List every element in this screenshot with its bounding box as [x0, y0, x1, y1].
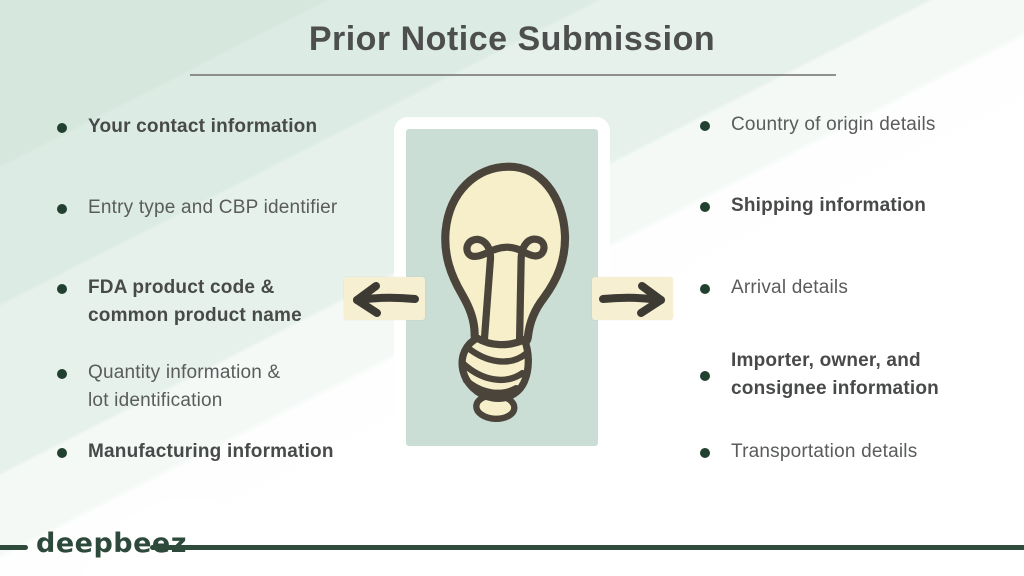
list-item: FDA product code & common product name — [57, 274, 387, 330]
list-item-label: Importer, owner, and consignee informati… — [731, 350, 939, 399]
list-item-label: Quantity information & lot identificatio… — [88, 362, 281, 411]
lightbulb-icon — [441, 162, 570, 422]
page-title: Prior Notice Submission — [308, 20, 716, 58]
list-item: Entry type and CBP identifier — [57, 194, 387, 222]
list-item-label: Entry type and CBP identifier — [88, 197, 338, 218]
bullet-dot — [57, 204, 67, 214]
list-item: Country of origin details — [700, 111, 1000, 139]
bullet-dot — [700, 371, 710, 381]
lightbulb-photo-card — [394, 117, 610, 458]
list-item: Quantity information & lot identificatio… — [57, 359, 387, 415]
bullet-dot — [57, 123, 67, 133]
bullet-dot — [700, 121, 710, 131]
list-item: Shipping information — [700, 192, 1000, 220]
list-item: Your contact information — [57, 113, 387, 141]
list-item: Manufacturing information — [57, 438, 387, 466]
bullet-dot — [700, 448, 710, 458]
list-item-label: FDA product code & common product name — [88, 277, 302, 326]
footer-rule-left — [0, 545, 28, 550]
brand-logo: deepbeez — [36, 528, 187, 559]
list-item-label: Country of origin details — [731, 114, 936, 135]
list-item: Transportation details — [700, 438, 1000, 466]
arrow-right-icon — [598, 281, 665, 317]
arrow-left-icon — [352, 281, 419, 317]
list-item: Importer, owner, and consignee informati… — [700, 347, 1000, 403]
list-item-label: Arrival details — [731, 277, 849, 298]
list-item-label: Shipping information — [731, 195, 927, 216]
bullet-dot — [57, 369, 67, 379]
lightbulb-photo — [406, 129, 598, 446]
list-item: Arrival details — [700, 274, 1000, 302]
bullet-dot — [700, 284, 710, 294]
arrow-right-sticky — [592, 277, 673, 320]
list-item-label: Your contact information — [88, 116, 318, 137]
list-item-label: Transportation details — [731, 441, 918, 462]
bullet-dot — [57, 284, 67, 294]
footer-rule-right — [150, 545, 1024, 550]
bullet-dot — [700, 202, 710, 212]
list-item-label: Manufacturing information — [88, 441, 334, 462]
title-divider — [190, 74, 836, 76]
bullet-dot — [57, 448, 67, 458]
arrow-left-sticky — [344, 277, 425, 320]
